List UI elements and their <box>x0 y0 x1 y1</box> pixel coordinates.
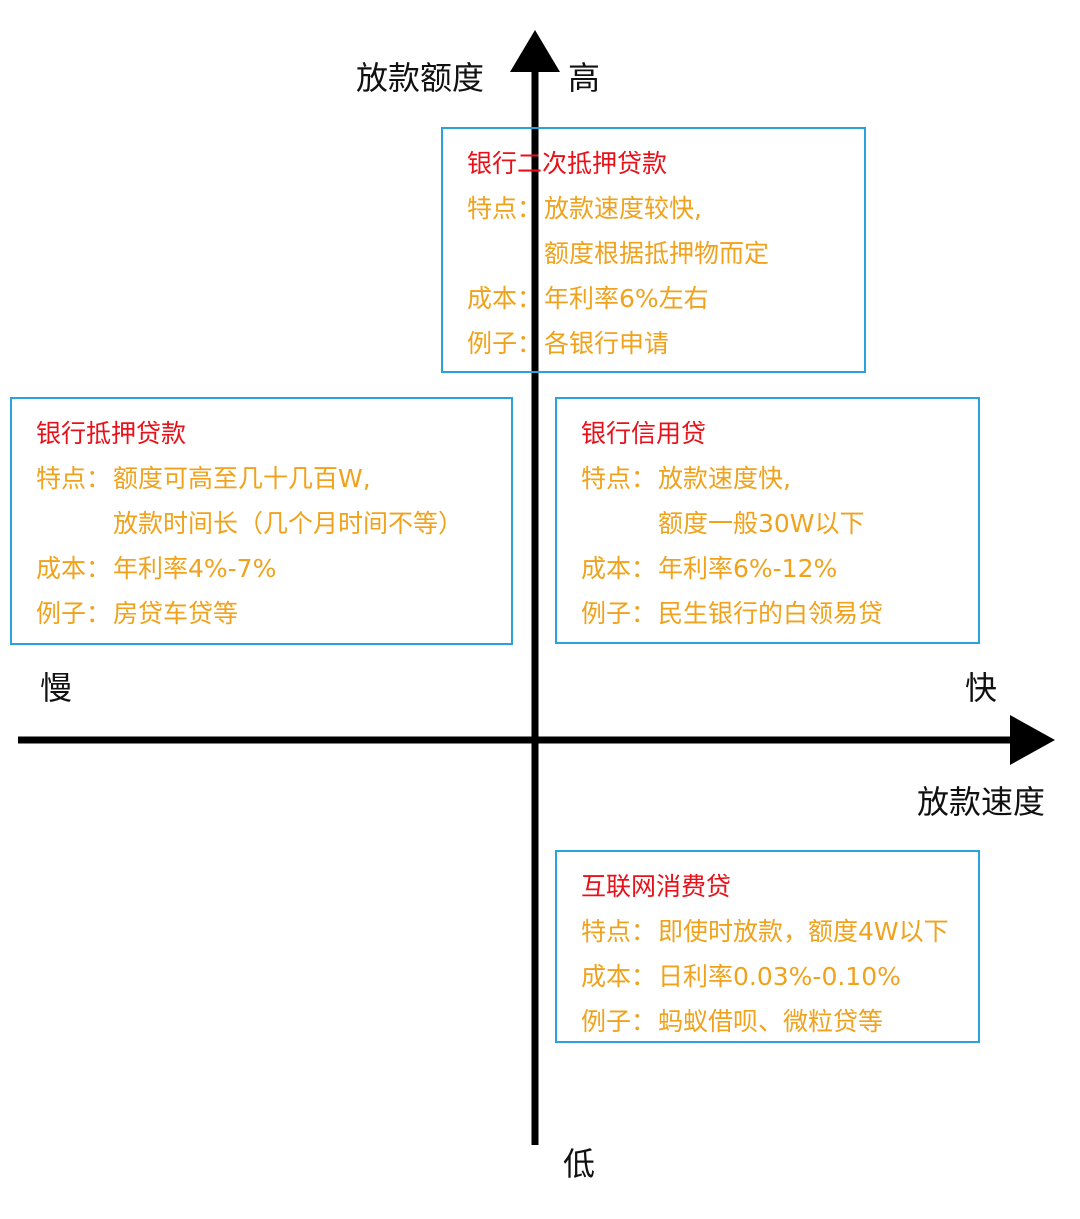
example-text: 各银行申请 <box>544 329 670 358</box>
example-row: 例子：房贷车贷等 <box>36 601 238 626</box>
quadrant-box-right: 银行信用贷 特点：放款速度快, 额度一般30W以下 成本：年利率6%-12% 例… <box>555 397 980 644</box>
feature-label: 特点： <box>581 917 657 946</box>
feature-label: 特点： <box>581 464 657 493</box>
example-label: 例子： <box>36 599 112 628</box>
feature-row: 特点：额度可高至几十几百W, <box>36 466 371 491</box>
cost-row: 成本：年利率6%-12% <box>581 556 837 581</box>
feature-row-continued: 额度根据抵押物而定 <box>544 241 769 266</box>
example-label: 例子： <box>581 599 657 628</box>
example-label: 例子： <box>467 329 543 358</box>
example-text: 蚂蚁借呗、微粒贷等 <box>658 1007 884 1036</box>
quadrant-title: 银行抵押贷款 <box>36 419 187 448</box>
cost-label: 成本： <box>467 284 543 313</box>
cost-text: 日利率0.03%-0.10% <box>658 962 901 991</box>
quadrant-box-left: 银行抵押贷款 特点：额度可高至几十几百W, 放款时间长（几个月时间不等） 成本：… <box>10 397 513 645</box>
feature-row: 特点：放款速度快, <box>581 466 791 491</box>
example-row: 例子：民生银行的白领易贷 <box>581 601 883 626</box>
quadrant-box-bottom: 互联网消费贷 特点：即使时放款，额度4W以下 成本：日利率0.03%-0.10%… <box>555 850 980 1043</box>
cost-text: 年利率6%左右 <box>544 284 709 313</box>
example-row: 例子：各银行申请 <box>467 331 669 356</box>
x-axis-arrowhead <box>1010 715 1055 765</box>
cost-label: 成本： <box>36 554 112 583</box>
feature-row-continued: 放款时间长（几个月时间不等） <box>113 511 463 536</box>
feature-text: 额度一般30W以下 <box>658 509 865 538</box>
example-label: 例子： <box>581 1007 657 1036</box>
feature-row-continued: 额度一般30W以下 <box>658 511 865 536</box>
feature-text: 放款时间长（几个月时间不等） <box>113 509 464 538</box>
quadrant-title: 银行二次抵押贷款 <box>467 149 668 178</box>
example-text: 房贷车贷等 <box>113 599 239 628</box>
x-axis-fast-label: 快 <box>965 669 998 707</box>
y-axis-low-label: 低 <box>563 1145 596 1183</box>
feature-text: 放款速度较快, <box>544 194 702 223</box>
quadrant-title: 互联网消费贷 <box>581 872 732 901</box>
quadrant-title: 银行信用贷 <box>581 419 707 448</box>
y-axis-title: 放款额度 <box>356 59 485 97</box>
example-text: 民生银行的白领易贷 <box>658 599 884 628</box>
feature-text: 放款速度快, <box>658 464 791 493</box>
cost-row: 成本：年利率6%左右 <box>467 286 709 311</box>
x-axis-title: 放款速度 <box>917 783 1046 821</box>
feature-row: 特点：即使时放款，额度4W以下 <box>581 919 949 944</box>
cost-label: 成本： <box>581 962 657 991</box>
feature-label: 特点： <box>467 194 543 223</box>
y-axis-high-label: 高 <box>568 59 601 97</box>
cost-text: 年利率4%-7% <box>113 554 277 583</box>
x-axis-slow-label: 慢 <box>40 669 73 707</box>
cost-label: 成本： <box>581 554 657 583</box>
quadrant-box-top: 银行二次抵押贷款 特点：放款速度较快, 额度根据抵押物而定 成本：年利率6%左右… <box>441 127 866 373</box>
example-row: 例子：蚂蚁借呗、微粒贷等 <box>581 1009 883 1034</box>
feature-text: 额度根据抵押物而定 <box>544 239 770 268</box>
y-axis-arrowhead <box>510 30 560 72</box>
cost-text: 年利率6%-12% <box>658 554 838 583</box>
feature-text: 额度可高至几十几百W, <box>113 464 371 493</box>
feature-label: 特点： <box>36 464 112 493</box>
feature-text: 即使时放款，额度4W以下 <box>658 917 949 946</box>
feature-row: 特点：放款速度较快, <box>467 196 702 221</box>
cost-row: 成本：日利率0.03%-0.10% <box>581 964 901 989</box>
cost-row: 成本：年利率4%-7% <box>36 556 276 581</box>
